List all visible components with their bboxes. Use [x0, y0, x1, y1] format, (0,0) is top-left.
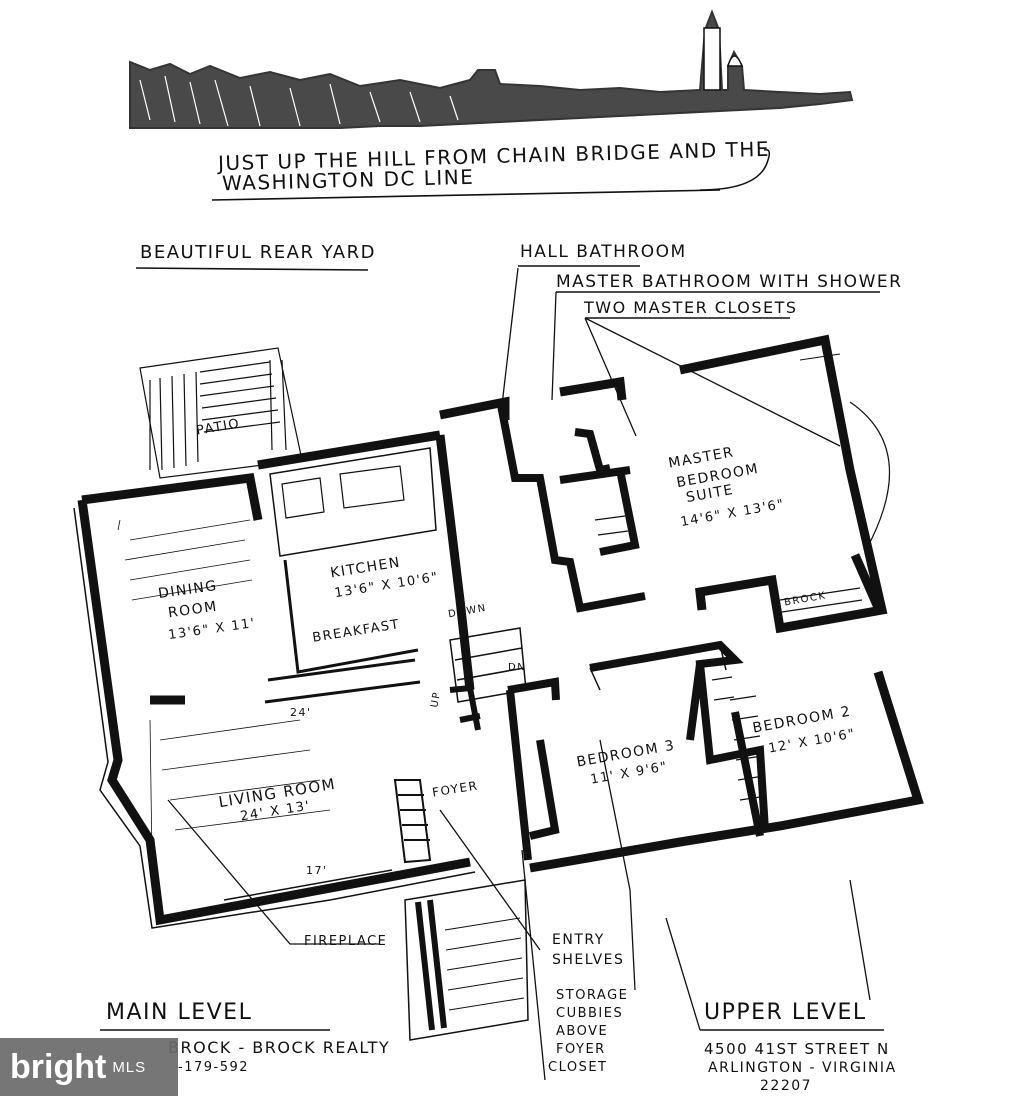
footer-upper-level: Upper Level	[704, 1000, 867, 1025]
callout-storage-4: Foyer	[556, 1042, 606, 1057]
dimension-17: 17'	[306, 864, 328, 877]
footer-address-3: 22207	[760, 1078, 813, 1094]
footer-address-2: Arlington - Virginia	[708, 1060, 897, 1076]
callout-hall-bathroom: Hall Bathroom	[520, 242, 687, 262]
underline-rules	[100, 189, 884, 1031]
label-dn: DN	[508, 662, 527, 673]
footer-agent-line: Brock - Brock Realty	[168, 1038, 391, 1057]
callout-entry-shelves-2: Shelves	[552, 952, 625, 968]
bright-mls-watermark: bright MLS	[0, 1038, 178, 1096]
upper-level-walls	[439, 334, 924, 873]
callout-rear-yard: Beautiful Rear Yard	[140, 242, 376, 263]
callout-master-bathroom: Master Bathroom with Shower	[556, 272, 903, 292]
caption-arrow	[699, 148, 771, 191]
callout-fireplace: Fireplace	[304, 934, 388, 949]
skyline-sketch	[129, 9, 854, 129]
callout-storage-3: Above	[556, 1024, 609, 1039]
footer-main-level: Main Level	[106, 1000, 253, 1025]
callout-master-closets: Two Master Closets	[584, 298, 798, 317]
callout-storage-5: Closet	[548, 1060, 608, 1075]
watermark-suffix: MLS	[112, 1058, 147, 1076]
main-level-walls	[73, 430, 529, 1041]
callout-entry-shelves-1: Entry	[552, 932, 605, 948]
callout-storage-1: Storage	[556, 988, 629, 1003]
footer-address-1: 4500 41st Street N	[704, 1040, 890, 1058]
dimension-24: 24'	[290, 706, 312, 719]
footer-phone-fragment: -179-592	[178, 1060, 250, 1075]
callout-storage-2: Cubbies	[556, 1006, 624, 1021]
watermark-brand: bright	[10, 1047, 107, 1086]
leader-lines	[167, 267, 871, 1081]
